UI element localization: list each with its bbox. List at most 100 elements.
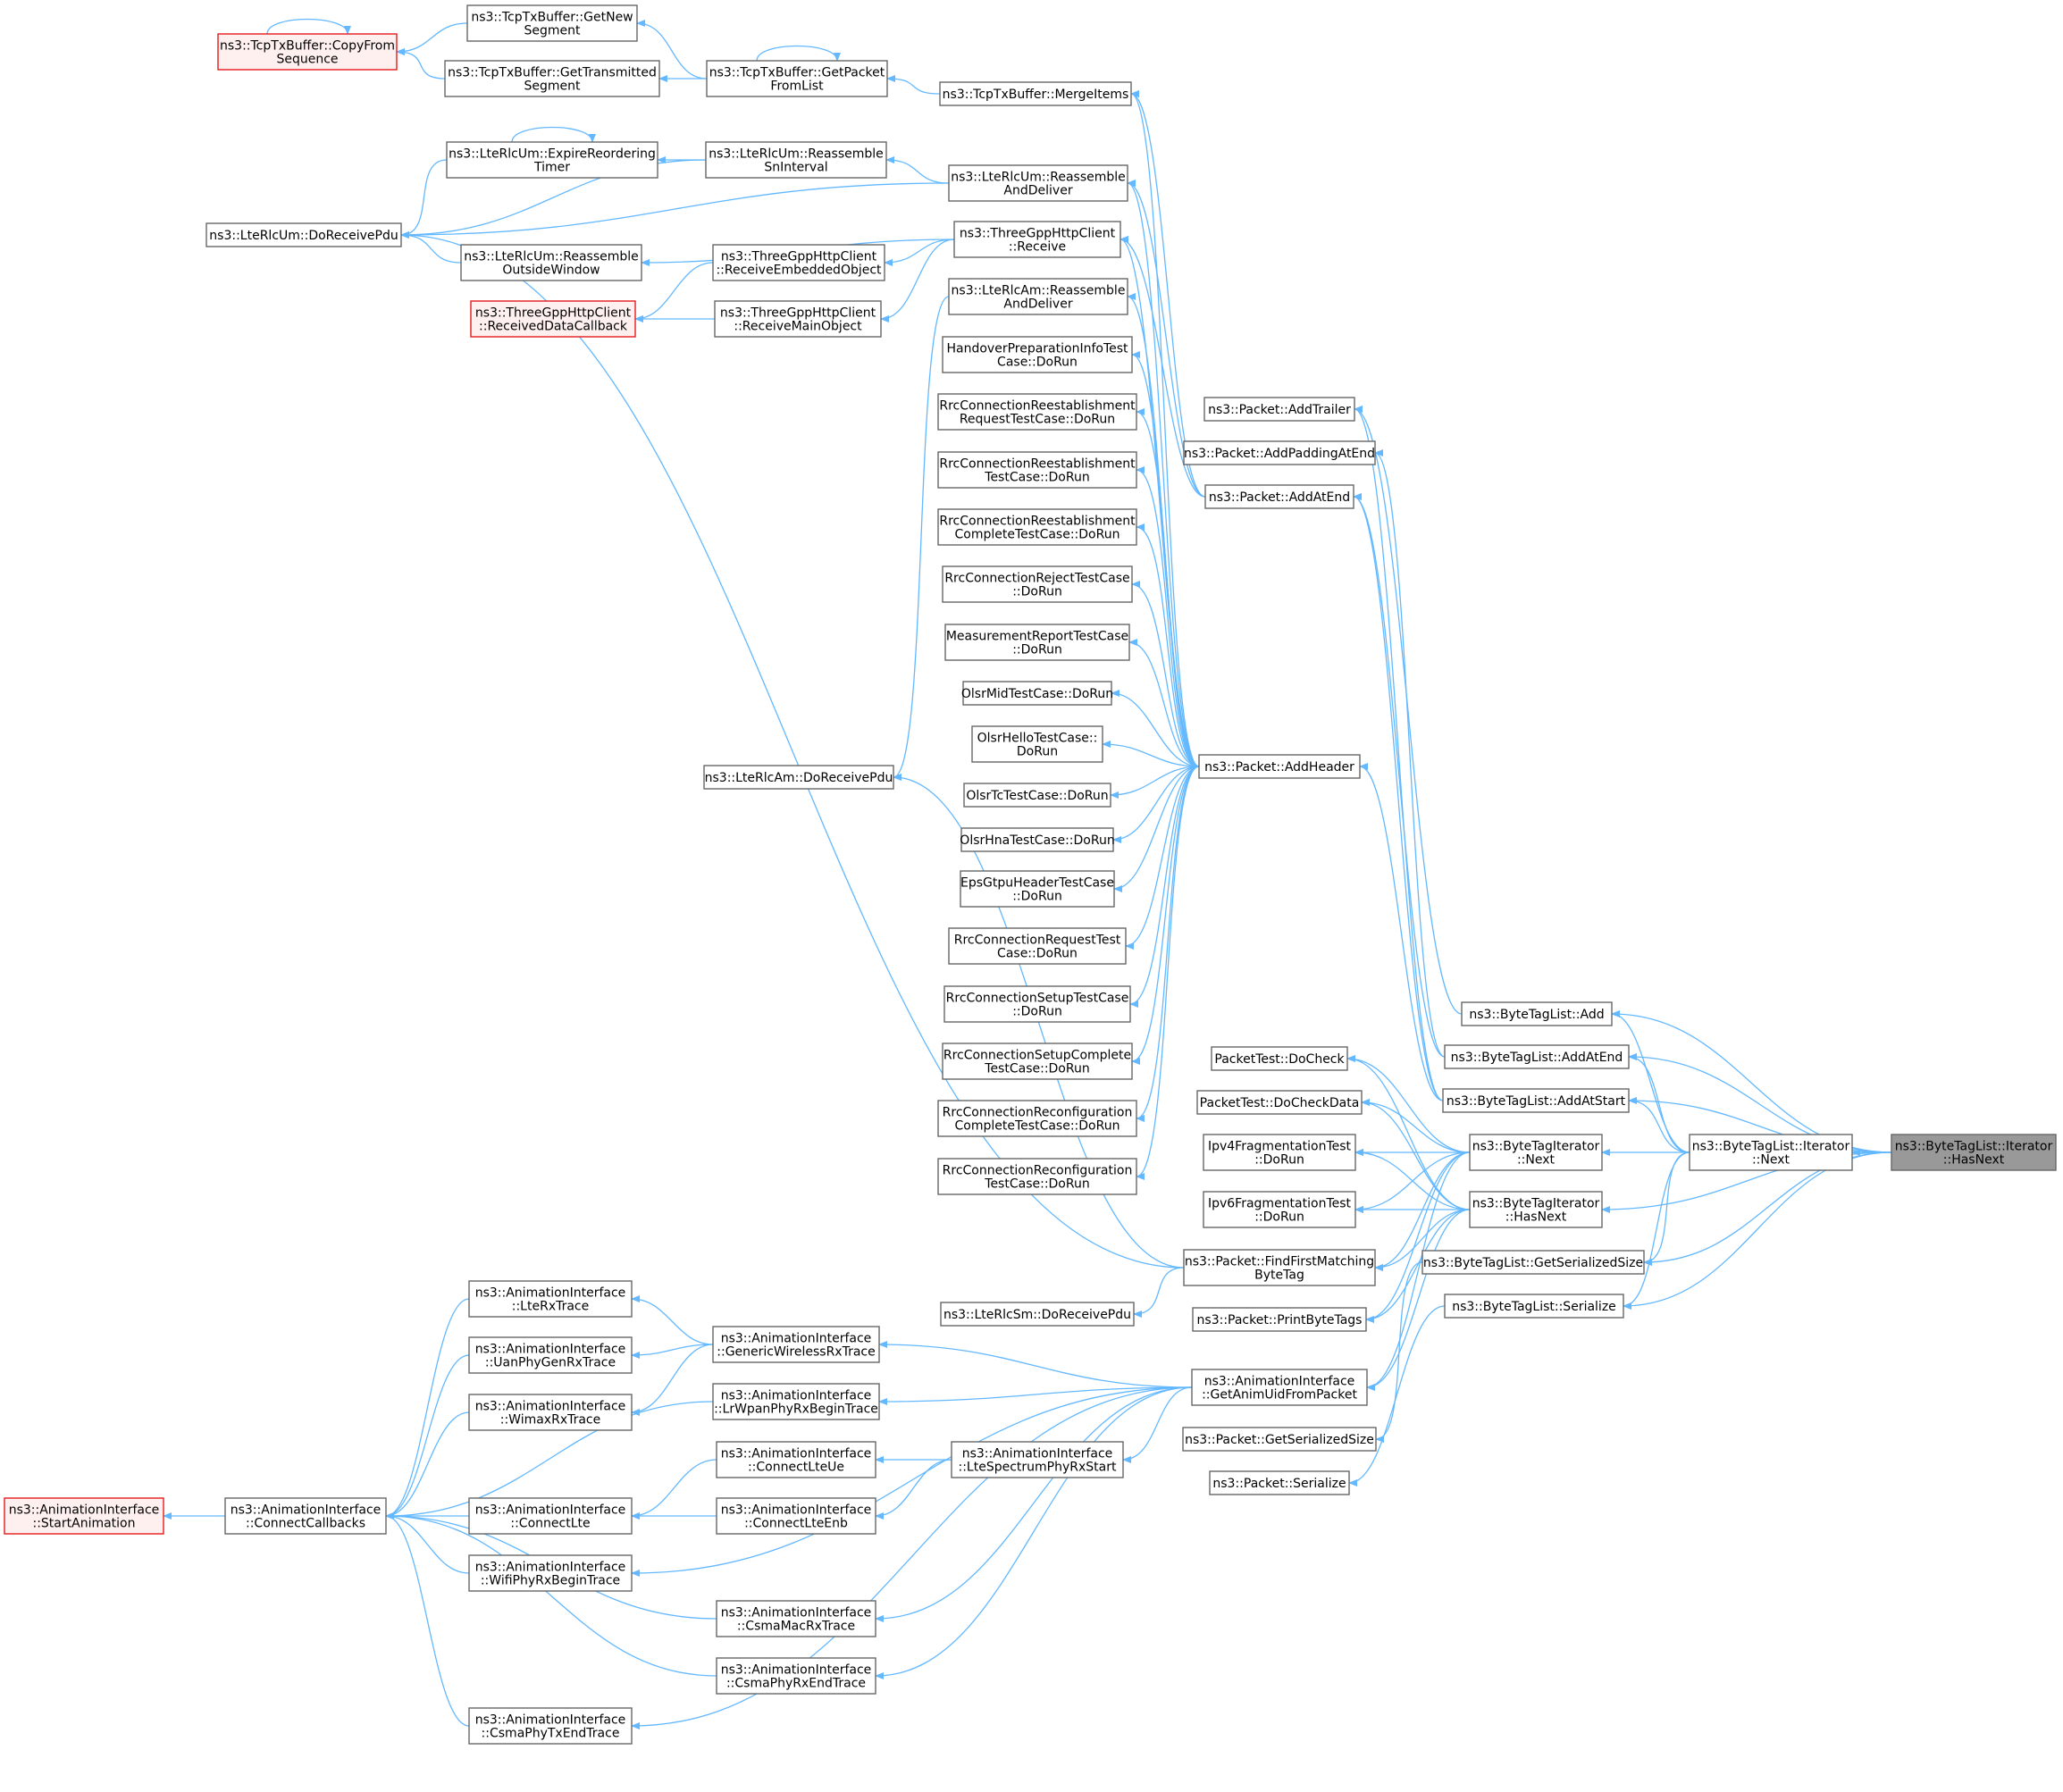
node-box [1444, 1044, 1630, 1069]
function-node-mergeitems[interactable]: ns3::TcpTxBuffer::MergeItems [939, 81, 1132, 106]
function-node-addtrailer[interactable]: ns3::Packet::AddTrailer [1203, 397, 1355, 422]
call-edge-btinext-pktdocheck [1346, 1055, 1471, 1153]
function-node-btliternext[interactable]: ns3::ByteTagList::Iterator::Next [1689, 1134, 1853, 1171]
function-node-connectlteue[interactable]: ns3::AnimationInterface::ConnectLteUe [716, 1441, 876, 1478]
function-node-ltereg[interactable]: ns3::AnimationInterface::LteRxTrace [468, 1280, 633, 1318]
function-node-genericwireless[interactable]: ns3::AnimationInterface::GenericWireless… [712, 1326, 880, 1363]
function-node-ipv4frag[interactable]: Ipv4FragmentationTest::DoRun [1203, 1134, 1356, 1171]
function-node-httprecv[interactable]: ns3::ThreeGppHttpClient::Receive [953, 221, 1121, 258]
function-node-ipv6frag[interactable]: Ipv6FragmentationTest::DoRun [1203, 1191, 1356, 1228]
node-label: ::DoRun [1012, 890, 1062, 904]
function-node-printbytetags[interactable]: ns3::Packet::PrintByteTags [1192, 1307, 1367, 1332]
function-node-httpembedded[interactable]: ns3::ThreeGppHttpClient::ReceiveEmbedded… [712, 244, 885, 281]
node-box [446, 141, 658, 179]
function-node-wifiphy[interactable]: ns3::AnimationInterface::WifiPhyRxBeginT… [468, 1554, 633, 1592]
function-node-olsrmid[interactable]: OlsrMidTestCase::DoRun [961, 681, 1113, 706]
function-node-btladdatstart[interactable]: ns3::ByteTagList::AddAtStart [1442, 1088, 1630, 1113]
function-node-olsrhna[interactable]: OlsrHnaTestCase::DoRun [960, 827, 1115, 852]
function-node-csmaphyrx[interactable]: ns3::AnimationInterface::CsmaPhyRxEndTra… [716, 1657, 876, 1695]
call-edge-reasmdeliver-rlcumrecv [400, 182, 950, 239]
function-node-rrcreject[interactable]: RrcConnectionRejectTestCase::DoRun [942, 565, 1133, 603]
function-node-csmaphytx[interactable]: ns3::AnimationInterface::CsmaPhyTxEndTra… [468, 1707, 633, 1745]
node-box [1444, 1294, 1624, 1319]
function-node-amrecv[interactable]: ns3::LteRlcAm::DoReceivePdu [703, 765, 894, 790]
function-node-pktgetser[interactable]: ns3::Packet::GetSerializedSize [1182, 1427, 1377, 1452]
call-edge-httpembedded-httpcallback [634, 262, 714, 322]
function-node-rrcreestcomp[interactable]: RrcConnectionReestablishmentCompleteTest… [937, 508, 1137, 546]
node-label: RrcConnectionRequestTest [954, 934, 1121, 948]
function-node-lrwpan[interactable]: ns3::AnimationInterface::LrWpanPhyRxBegi… [712, 1383, 880, 1420]
call-edge-addheader-measreport [1128, 639, 1200, 767]
function-node-addheader[interactable]: ns3::Packet::AddHeader [1198, 754, 1361, 779]
function-node-btinext[interactable]: ns3::ByteTagIterator::Next [1469, 1134, 1603, 1171]
node-label: ns3::AnimationInterface [475, 1343, 626, 1357]
call-edge-btliternext-btlser [1623, 1151, 1690, 1310]
function-node-rrcreestreq[interactable]: RrcConnectionReestablishmentRequestTestC… [937, 393, 1137, 431]
node-label: ns3::ThreeGppHttpClient [720, 306, 876, 321]
node-label: ns3::AnimationInterface [475, 1713, 626, 1728]
function-node-btlser[interactable]: ns3::ByteTagList::Serialize [1444, 1294, 1624, 1319]
call-edge-btinext-getanimuid [1366, 1151, 1471, 1391]
node-label: ::Receive [1009, 240, 1066, 255]
function-node-btladdatend[interactable]: ns3::ByteTagList::AddAtEnd [1444, 1044, 1630, 1069]
node-label: ns3::ByteTagList::AddAtStart [1447, 1094, 1626, 1109]
function-node-rrcreconf[interactable]: RrcConnectionReconfigurationTestCase::Do… [937, 1158, 1137, 1195]
function-node-connectlte[interactable]: ns3::AnimationInterface::ConnectLte [468, 1497, 633, 1535]
function-node-olsrhello[interactable]: OlsrHelloTestCase::DoRun [971, 725, 1103, 763]
function-node-httpcallback[interactable]: ns3::ThreeGppHttpClient::ReceivedDataCal… [470, 300, 636, 338]
call-edge-getanimuid-csmaphyrx [875, 1386, 1193, 1679]
node-box [1203, 397, 1355, 422]
function-node-btlgetser[interactable]: ns3::ByteTagList::GetSerializedSize [1421, 1250, 1645, 1275]
call-edge-addheader-rrcsetupcomp [1131, 766, 1200, 1065]
call-edge-btladdatstart-addheader [1359, 763, 1444, 1101]
function-node-startanim[interactable]: ns3::AnimationInterface::StartAnimation [4, 1497, 164, 1535]
node-box [1183, 440, 1376, 465]
function-node-pktdocheckdata[interactable]: PacketTest::DoCheckData [1196, 1090, 1363, 1115]
node-label: Sequence [276, 53, 338, 67]
function-node-httpmain[interactable]: ns3::ThreeGppHttpClient::ReceiveMainObje… [714, 300, 882, 338]
function-node-csmamac[interactable]: ns3::AnimationInterface::CsmaMacRxTrace [716, 1600, 876, 1637]
function-node-epsgtpu[interactable]: EpsGtpuHeaderTestCase::DoRun [960, 870, 1115, 908]
node-label: Timer [533, 161, 570, 175]
function-node-rlcsmrecv[interactable]: ns3::LteRlcSm::DoReceivePdu [940, 1302, 1135, 1327]
function-node-ltespectrum[interactable]: ns3::AnimationInterface::LteSpectrumPhyR… [951, 1441, 1124, 1478]
function-node-root[interactable]: ns3::ByteTagList::Iterator::HasNext [1891, 1134, 2057, 1171]
node-label: ns3::LteRlcUm::DoReceivePdu [209, 229, 398, 243]
node-label: ns3::ByteTagList::Iterator [1692, 1140, 1850, 1154]
function-node-wimaxrx[interactable]: ns3::AnimationInterface::WimaxRxTrace [468, 1394, 633, 1431]
function-node-pktaddatend[interactable]: ns3::Packet::AddAtEnd [1204, 484, 1354, 509]
function-node-btihasnext[interactable]: ns3::ByteTagIterator::HasNext [1469, 1191, 1603, 1228]
function-node-rrcsetup[interactable]: RrcConnectionSetupTestCase::DoRun [943, 985, 1131, 1023]
function-node-rrcreconfcomp[interactable]: RrcConnectionReconfigurationCompleteTest… [937, 1100, 1137, 1137]
node-label: ns3::ThreeGppHttpClient [721, 250, 877, 264]
function-node-rlcumrecv[interactable]: ns3::LteRlcUm::DoReceivePdu [205, 222, 402, 247]
function-node-olsrtc[interactable]: OlsrTcTestCase::DoRun [963, 783, 1111, 808]
node-label: ns3::TcpTxBuffer::GetPacket [709, 66, 885, 80]
function-node-connectcb[interactable]: ns3::AnimationInterface::ConnectCallback… [224, 1497, 387, 1535]
function-node-btladd[interactable]: ns3::ByteTagList::Add [1461, 1001, 1613, 1026]
function-node-connectlteenb[interactable]: ns3::AnimationInterface::ConnectLteEnb [716, 1497, 876, 1535]
self-call-edge-expire [511, 126, 596, 143]
node-box [468, 1336, 633, 1374]
function-node-uanrx[interactable]: ns3::AnimationInterface::UanPhyGenRxTrac… [468, 1336, 633, 1374]
function-node-rrcsetupcomp[interactable]: RrcConnectionSetupCompleteTestCase::DoRu… [942, 1043, 1133, 1080]
function-node-rrcreest[interactable]: RrcConnectionReestablishmentTestCase::Do… [937, 451, 1137, 489]
function-node-pktdocheck[interactable]: PacketTest::DoCheck [1211, 1046, 1348, 1071]
function-node-pktser[interactable]: ns3::Packet::Serialize [1209, 1470, 1350, 1495]
node-label: ::LteRxTrace [512, 1300, 590, 1314]
function-node-measreport[interactable]: MeasurementReportTestCase::DoRun [944, 624, 1130, 661]
function-node-addpadding[interactable]: ns3::Packet::AddPaddingAtEnd [1183, 440, 1376, 465]
function-node-getanimuid[interactable]: ns3::AnimationInterface::GetAnimUidFromP… [1191, 1369, 1368, 1406]
